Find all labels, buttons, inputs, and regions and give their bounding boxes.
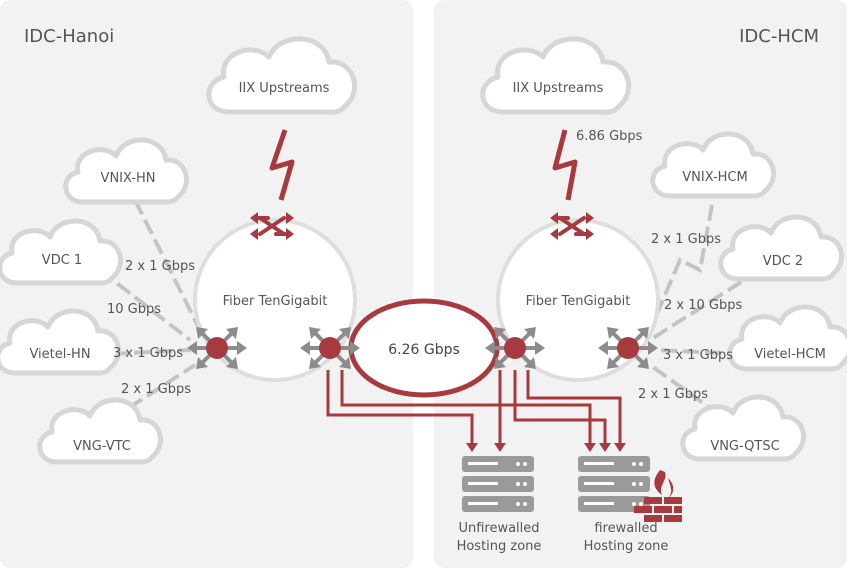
firewalled-server-icon	[578, 456, 650, 512]
hcm-core-label: Fiber TenGigabit	[526, 294, 631, 309]
speed-vng-qtsc: 2 x 1 Gbps	[638, 387, 708, 402]
peer-label-vietel-hn: Vietel-HN	[29, 347, 90, 362]
speed-vnix-hn: 2 x 1 Gbps	[125, 259, 195, 274]
hanoi-upstream-link-icon	[269, 129, 295, 201]
firewalled-label-2: Hosting zone	[584, 539, 669, 554]
speed-vdc-2: 2 x 10 Gbps	[664, 298, 742, 313]
hcm-title: IDC-HCM	[739, 26, 819, 47]
unfirewalled-label-1: Unfirewalled	[458, 521, 539, 536]
peer-label-vnix-hn: VNIX-HN	[101, 171, 156, 186]
peer-label-vdc-2: VDC 2	[763, 254, 803, 269]
peer-label-vng-qtsc: VNG-QTSC	[710, 439, 779, 454]
peer-label-vnix-hcm: VNIX-HCM	[682, 170, 747, 185]
unfirewalled-server-icon	[462, 456, 534, 512]
hanoi-upstream-label: IIX Upstreams	[239, 81, 330, 96]
firewall-icon	[634, 470, 682, 522]
speed-vng-vtc: 2 x 1 Gbps	[121, 382, 191, 397]
hanoi-core-ring	[193, 218, 357, 382]
firewalled-label-1: firewalled	[594, 521, 657, 536]
peer-label-vietel-hcm: Vietel-HCM	[754, 347, 826, 362]
hanoi-core-label: Fiber TenGigabit	[223, 294, 328, 309]
hcm-upstream-link-icon	[552, 129, 578, 201]
peer-label-vng-vtc: VNG-VTC	[73, 439, 131, 454]
hcm-upstream-speed: 6.86 Gbps	[576, 129, 643, 144]
hanoi-title: IDC-Hanoi	[24, 26, 114, 47]
interlink-speed: 6.26 Gbps	[388, 342, 460, 358]
unfirewalled-label-2: Hosting zone	[457, 539, 542, 554]
speed-vietel-hcm: 3 x 1 Gbps	[663, 348, 733, 363]
speed-vnix-hcm: 2 x 1 Gbps	[651, 232, 721, 247]
peer-label-vdc-1: VDC 1	[42, 253, 82, 268]
speed-vietel-hn: 3 x 1 Gbps	[113, 346, 183, 361]
speed-vdc-1: 10 Gbps	[107, 302, 161, 317]
hcm-upstream-label: IIX Upstreams	[513, 81, 604, 96]
